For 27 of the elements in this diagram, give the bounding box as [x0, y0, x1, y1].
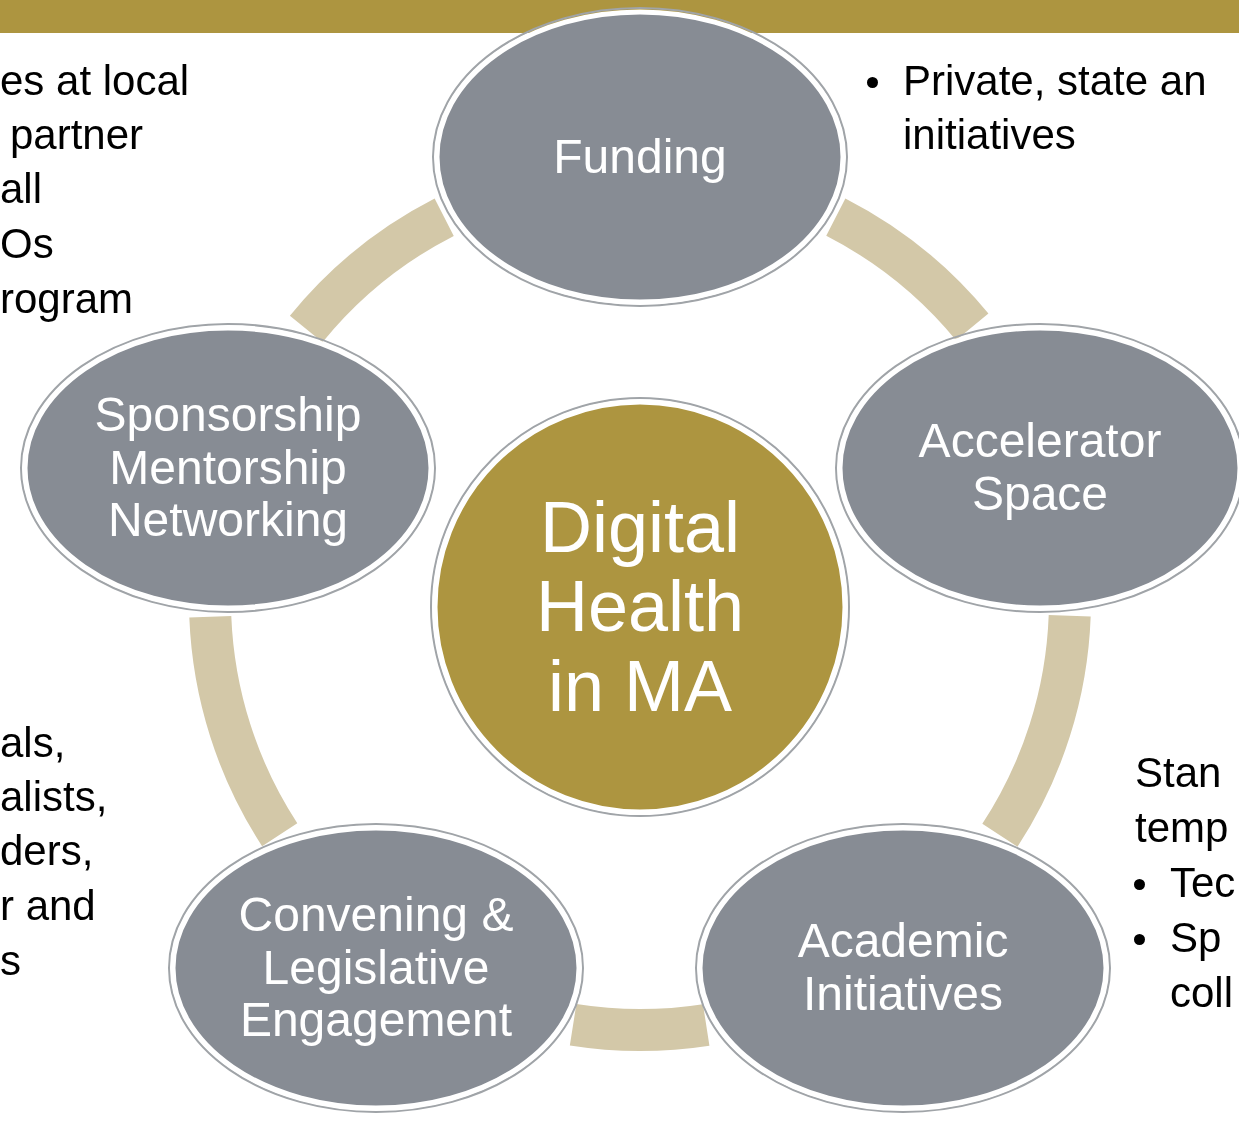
- note-text: r and: [0, 885, 96, 927]
- bullet-text: Tec: [1170, 862, 1236, 904]
- ring-connector: [290, 199, 455, 344]
- ellipse-node: Academic Initiatives: [695, 823, 1111, 1113]
- ellipse-node: Accelerator Space: [835, 323, 1239, 613]
- note-text: Os: [0, 223, 54, 265]
- bullet-text: Private, state an: [903, 60, 1207, 102]
- ellipse-node: Funding: [432, 7, 848, 307]
- note-text: rogram: [0, 278, 134, 320]
- ring-connector: [981, 613, 1091, 846]
- note-text: initiatives: [903, 114, 1076, 156]
- note-text: temp: [1135, 807, 1229, 849]
- ring-connector: [570, 1003, 709, 1051]
- bullet-text: Sp: [1170, 917, 1222, 959]
- ellipse-node: Convening & Legislative Engagement: [168, 823, 584, 1113]
- ellipse-node: Sponsorship Mentorship Networking: [20, 323, 436, 613]
- note-text: es at local: [0, 60, 190, 102]
- note-text: coll: [1170, 972, 1234, 1014]
- note-text: all: [0, 168, 43, 210]
- note-text: partner: [10, 114, 144, 156]
- note-text: ders,: [0, 830, 94, 872]
- note-text: s: [0, 940, 21, 982]
- note-text: Stan: [1135, 752, 1222, 794]
- note-text: alists,: [0, 776, 108, 818]
- ring-connector: [189, 614, 298, 846]
- note-text: als,: [0, 722, 66, 764]
- center-circle: Digital Health in MA: [430, 397, 850, 817]
